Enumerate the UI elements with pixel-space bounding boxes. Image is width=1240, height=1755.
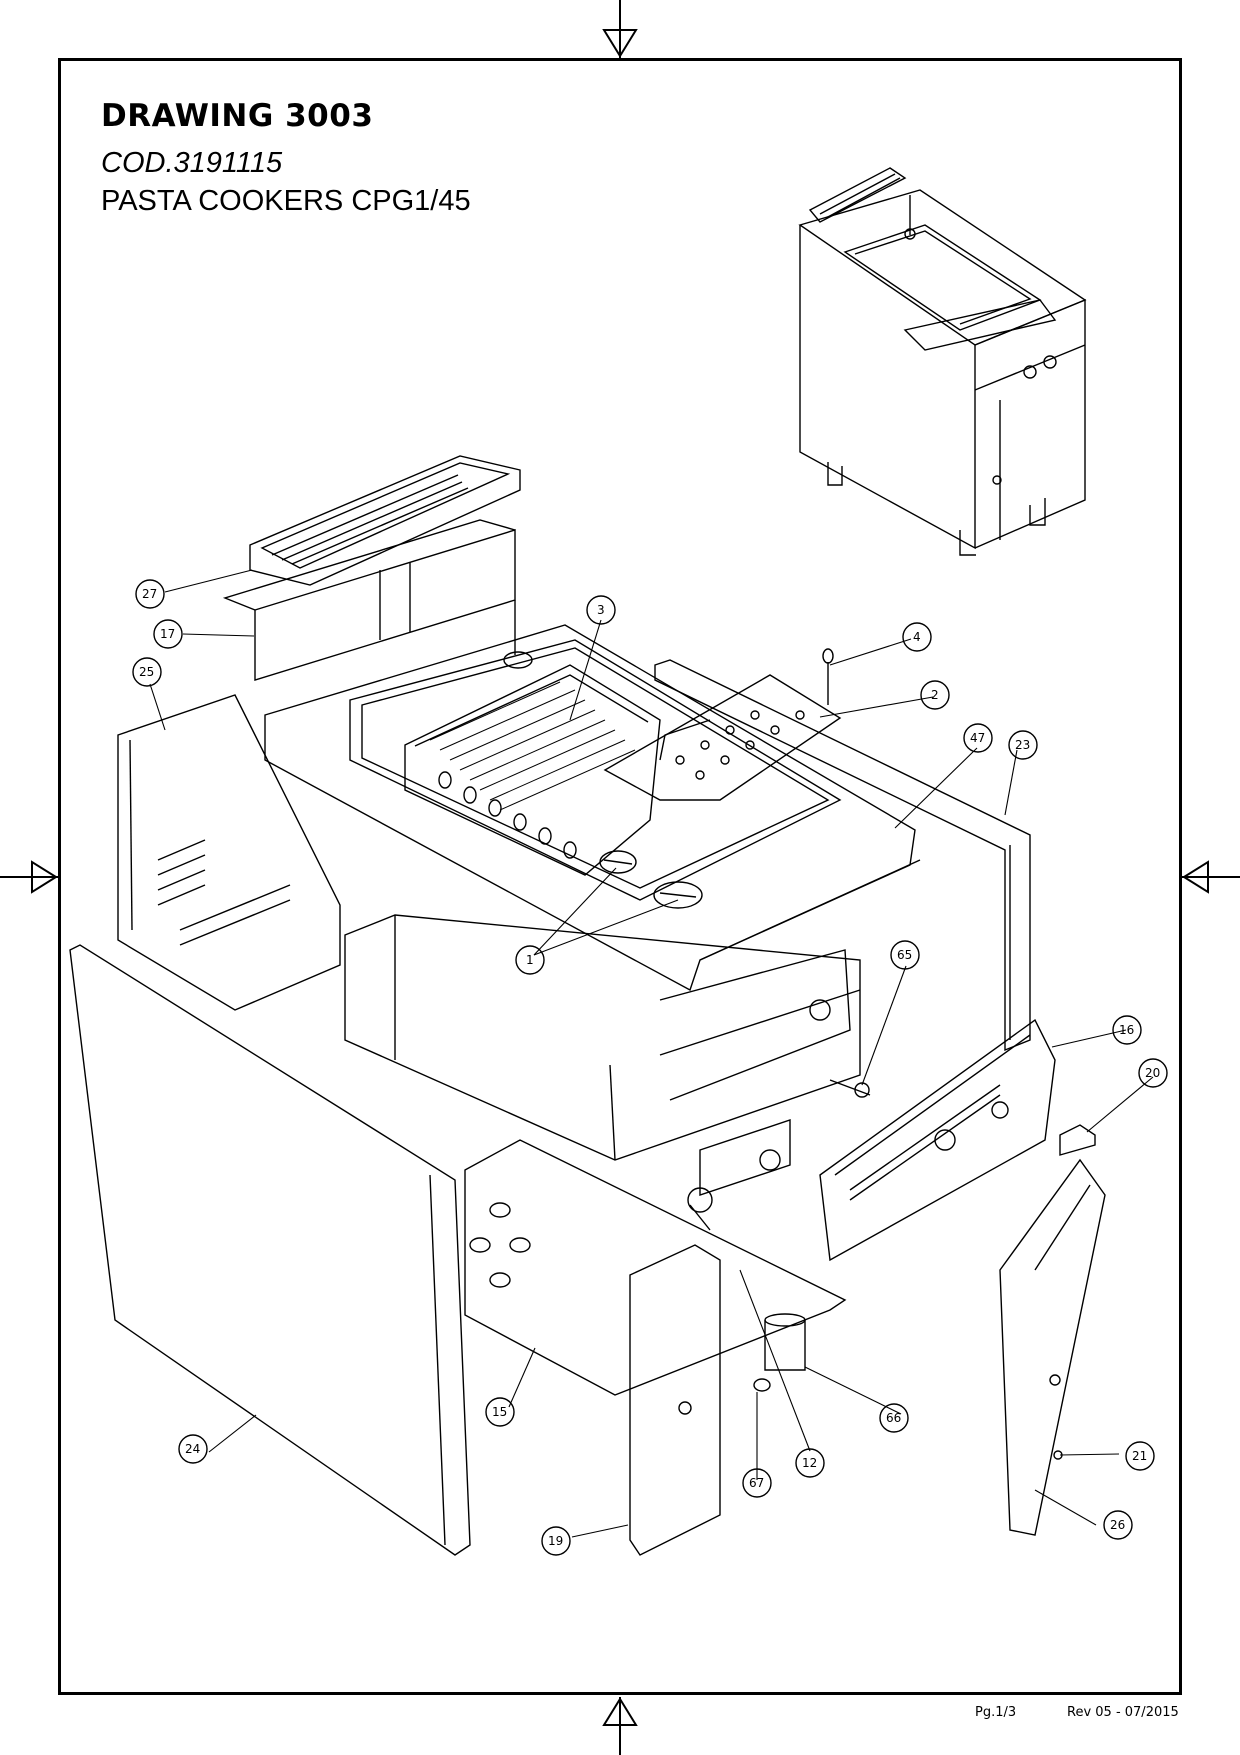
leg-panel-part-26 <box>999 1158 1106 1536</box>
callout-23: 23 <box>1015 738 1031 752</box>
page-number: Pg.1/3 <box>975 1705 1017 1720</box>
callout-circles <box>132 579 1168 1556</box>
basket-part-3 <box>404 600 661 876</box>
basket-cover-part-2 <box>603 674 842 801</box>
callout-1: 1 <box>526 953 534 967</box>
callout-26: 26 <box>1110 1518 1126 1532</box>
callout-47: 47 <box>970 731 986 745</box>
callout-12: 12 <box>802 1456 818 1470</box>
burner-body <box>344 914 861 1196</box>
callout-3: 3 <box>597 603 605 617</box>
callout-21: 21 <box>1132 1449 1148 1463</box>
product-name: PASTA COOKERS CPG1/45 <box>101 185 471 217</box>
handle-part-4 <box>659 648 834 761</box>
flue-stack-part-66 <box>764 1313 806 1371</box>
callout-65: 65 <box>897 948 913 962</box>
callout-16: 16 <box>1119 1023 1135 1037</box>
callout-4: 4 <box>913 630 921 644</box>
side-panel-part-24 <box>69 944 471 1556</box>
leader-lines <box>149 569 1154 1538</box>
drawing-code: COD.3191115 <box>101 147 283 179</box>
leg-cover-part-19 <box>629 1244 721 1556</box>
bracket-part-20 <box>1059 1124 1096 1156</box>
gas-valve-part-65 <box>829 1079 871 1098</box>
callout-20: 20 <box>1145 1066 1161 1080</box>
callout-17: 17 <box>160 627 176 641</box>
callout-15: 15 <box>492 1405 508 1419</box>
side-panel-part-25 <box>117 694 341 1011</box>
base-frame-part-15 <box>464 1139 847 1396</box>
knob-part-67 <box>753 1378 771 1392</box>
callout-67: 67 <box>749 1476 765 1490</box>
callout-25: 25 <box>139 665 155 679</box>
callout-24: 24 <box>185 1442 201 1456</box>
regulator-part-12 <box>687 1187 713 1231</box>
callout-66: 66 <box>886 1411 902 1425</box>
revision-label: Rev 05 - 07/2015 <box>1067 1705 1179 1720</box>
side-frame-part-23 <box>654 659 1031 1052</box>
callout-2: 2 <box>931 688 939 702</box>
worktop-part-47 <box>264 624 921 992</box>
callout-27: 27 <box>142 587 158 601</box>
callout-19: 19 <box>548 1534 564 1548</box>
assembled-cooker-view <box>798 167 1087 556</box>
control-panel-part-16 <box>819 1018 1056 1262</box>
flue-box-part-17 <box>222 519 516 681</box>
drain-filters-part-1 <box>599 850 703 909</box>
drawing-frame <box>58 58 1182 1695</box>
drawing-title: DRAWING 3003 <box>101 98 374 134</box>
